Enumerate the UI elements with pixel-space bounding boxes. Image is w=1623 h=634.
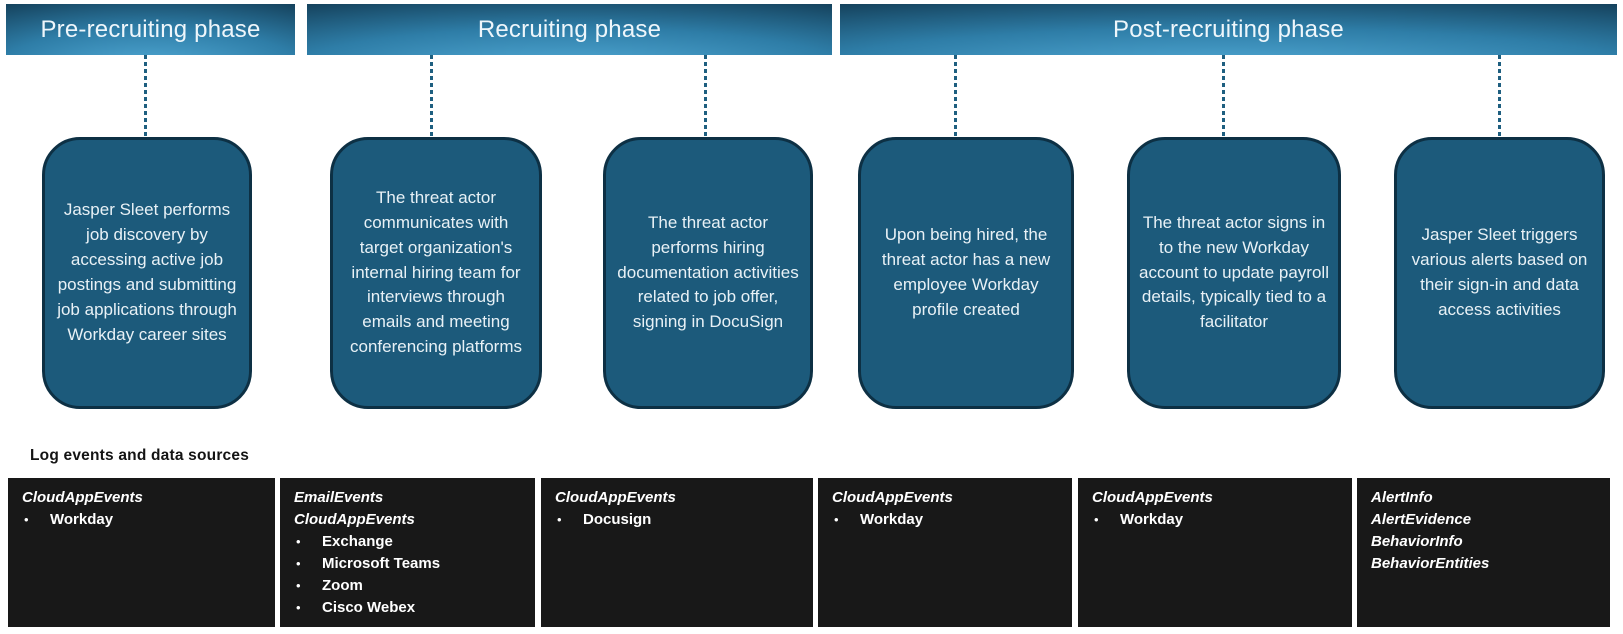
bullet-label: Cisco Webex	[322, 599, 416, 616]
step-text: Upon being hired, the threat actor has a…	[881, 225, 1051, 319]
log-sources-title: Log events and data sources	[30, 447, 250, 464]
bullet-item: • Docusign	[555, 509, 803, 531]
log-cell-pre-recruiting: CloudAppEvents • Workday	[8, 478, 275, 627]
bullet-label: Docusign	[583, 511, 652, 528]
connector-line-3	[704, 55, 707, 137]
bullet-icon: •	[296, 556, 301, 571]
step-text: Jasper Sleet triggers various alerts bas…	[1411, 225, 1588, 319]
table-name: CloudAppEvents	[1092, 489, 1213, 506]
table-name: AlertEvidence	[1371, 511, 1472, 528]
bullet-label: Workday	[1120, 511, 1184, 528]
phase-header-pre-recruiting: Pre-recruiting phase	[6, 4, 295, 55]
phase-header-label: Post-recruiting phase	[1113, 15, 1344, 43]
bullet-icon: •	[296, 534, 301, 549]
bullet-item: • Microsoft Teams	[294, 553, 525, 575]
table-name: CloudAppEvents	[22, 489, 143, 506]
bullet-item: • Workday	[1092, 509, 1342, 531]
table-name: AlertInfo	[1371, 489, 1433, 506]
log-cell-payroll: CloudAppEvents • Workday	[1078, 478, 1352, 627]
step-box-workday-profile: Upon being hired, the threat actor has a…	[858, 137, 1074, 409]
step-box-payroll-update: The threat actor signs in to the new Wor…	[1127, 137, 1341, 409]
bullet-icon: •	[296, 600, 301, 615]
log-cell-documentation: CloudAppEvents • Docusign	[541, 478, 813, 627]
step-text: The threat actor communicates with targe…	[350, 187, 522, 357]
table-name: BehaviorInfo	[1371, 533, 1463, 550]
bullet-item: • Exchange	[294, 531, 525, 553]
bullet-label: Workday	[50, 511, 114, 528]
step-box-job-discovery: Jasper Sleet performs job discovery by a…	[42, 137, 252, 409]
table-name: CloudAppEvents	[294, 511, 415, 528]
step-text: Jasper Sleet performs job discovery by a…	[57, 200, 237, 344]
step-text: The threat actor signs in to the new Wor…	[1139, 212, 1329, 332]
log-cell-communication: EmailEvents CloudAppEvents • Exchange • …	[280, 478, 535, 627]
bullet-label: Workday	[860, 511, 924, 528]
bullet-label: Microsoft Teams	[322, 555, 441, 572]
table-name: CloudAppEvents	[555, 489, 676, 506]
log-cell-profile-created: CloudAppEvents • Workday	[818, 478, 1072, 627]
phase-header-post-recruiting: Post-recruiting phase	[840, 4, 1617, 55]
connector-line-2	[430, 55, 433, 137]
bullet-item: • Cisco Webex	[294, 597, 525, 619]
bullet-label: Zoom	[322, 577, 363, 594]
table-name: BehaviorEntities	[1371, 555, 1490, 572]
bullet-icon: •	[834, 512, 839, 527]
table-name: EmailEvents	[294, 489, 384, 506]
step-box-hiring-documentation: The threat actor performs hiring documen…	[603, 137, 813, 409]
step-text: The threat actor performs hiring documen…	[617, 212, 799, 332]
log-cell-alerts: AlertInfo AlertEvidence BehaviorInfo Beh…	[1357, 478, 1610, 627]
bullet-icon: •	[1094, 512, 1099, 527]
bullet-label: Exchange	[322, 533, 393, 550]
phase-header-label: Pre-recruiting phase	[40, 15, 261, 43]
connector-line-6	[1498, 55, 1501, 137]
phase-header-recruiting: Recruiting phase	[307, 4, 832, 55]
table-name: CloudAppEvents	[832, 489, 953, 506]
bullet-item: • Zoom	[294, 575, 525, 597]
bullet-item: • Workday	[22, 509, 265, 531]
connector-line-5	[1222, 55, 1225, 137]
connector-line-4	[954, 55, 957, 137]
phase-header-label: Recruiting phase	[477, 15, 662, 43]
connector-line-1	[144, 55, 147, 137]
bullet-icon: •	[296, 578, 301, 593]
bullet-icon: •	[24, 512, 29, 527]
step-box-communication: The threat actor communicates with targe…	[330, 137, 542, 409]
bullet-item: • Workday	[832, 509, 1062, 531]
step-box-alerts: Jasper Sleet triggers various alerts bas…	[1394, 137, 1605, 409]
bullet-icon: •	[557, 512, 562, 527]
